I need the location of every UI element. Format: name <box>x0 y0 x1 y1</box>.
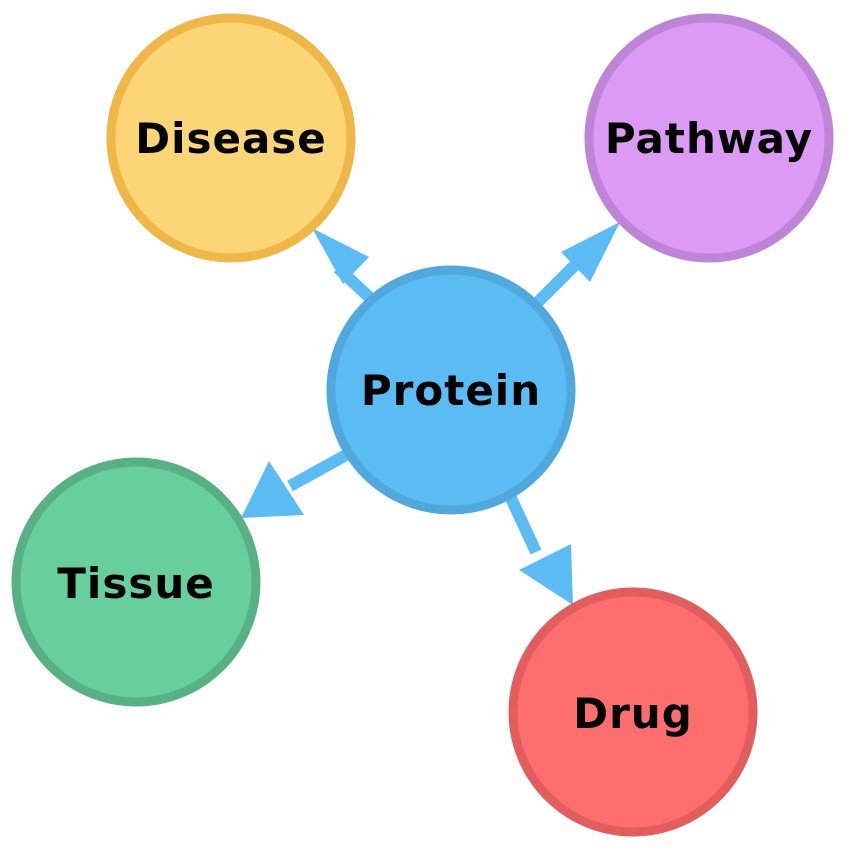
edge-protein-to-pathway <box>533 222 620 307</box>
node-drug[interactable]: Drug <box>508 587 758 837</box>
node-tissue-circle <box>11 457 261 707</box>
node-disease-label: Disease <box>135 114 327 163</box>
arrowhead-pathway <box>561 222 620 282</box>
node-disease[interactable]: Disease <box>106 13 356 263</box>
node-tissue[interactable]: Tissue <box>11 457 261 707</box>
edge-protein-to-disease <box>312 228 375 303</box>
arrowhead-tissue <box>241 461 304 518</box>
arrowhead-disease <box>312 228 369 284</box>
arrow-shaft-tissue <box>287 449 349 492</box>
node-drug-circle <box>508 587 758 837</box>
node-pathway[interactable]: Pathway <box>584 13 834 263</box>
arrow-shaft-drug <box>504 493 542 555</box>
node-drug-label: Drug <box>573 689 693 738</box>
node-pathway-label: Pathway <box>605 114 813 163</box>
node-protein-circle <box>326 265 576 515</box>
node-pathway-circle <box>584 13 834 263</box>
node-protein-label: Protein <box>361 366 541 415</box>
arrowhead-drug <box>519 544 573 605</box>
node-tissue-label: Tissue <box>57 559 214 608</box>
edge-protein-to-tissue <box>241 449 349 518</box>
arrow-shaft-pathway <box>533 259 581 307</box>
node-protein[interactable]: Protein <box>326 265 576 515</box>
node-disease-circle <box>106 13 356 263</box>
edge-protein-to-drug <box>504 493 573 605</box>
